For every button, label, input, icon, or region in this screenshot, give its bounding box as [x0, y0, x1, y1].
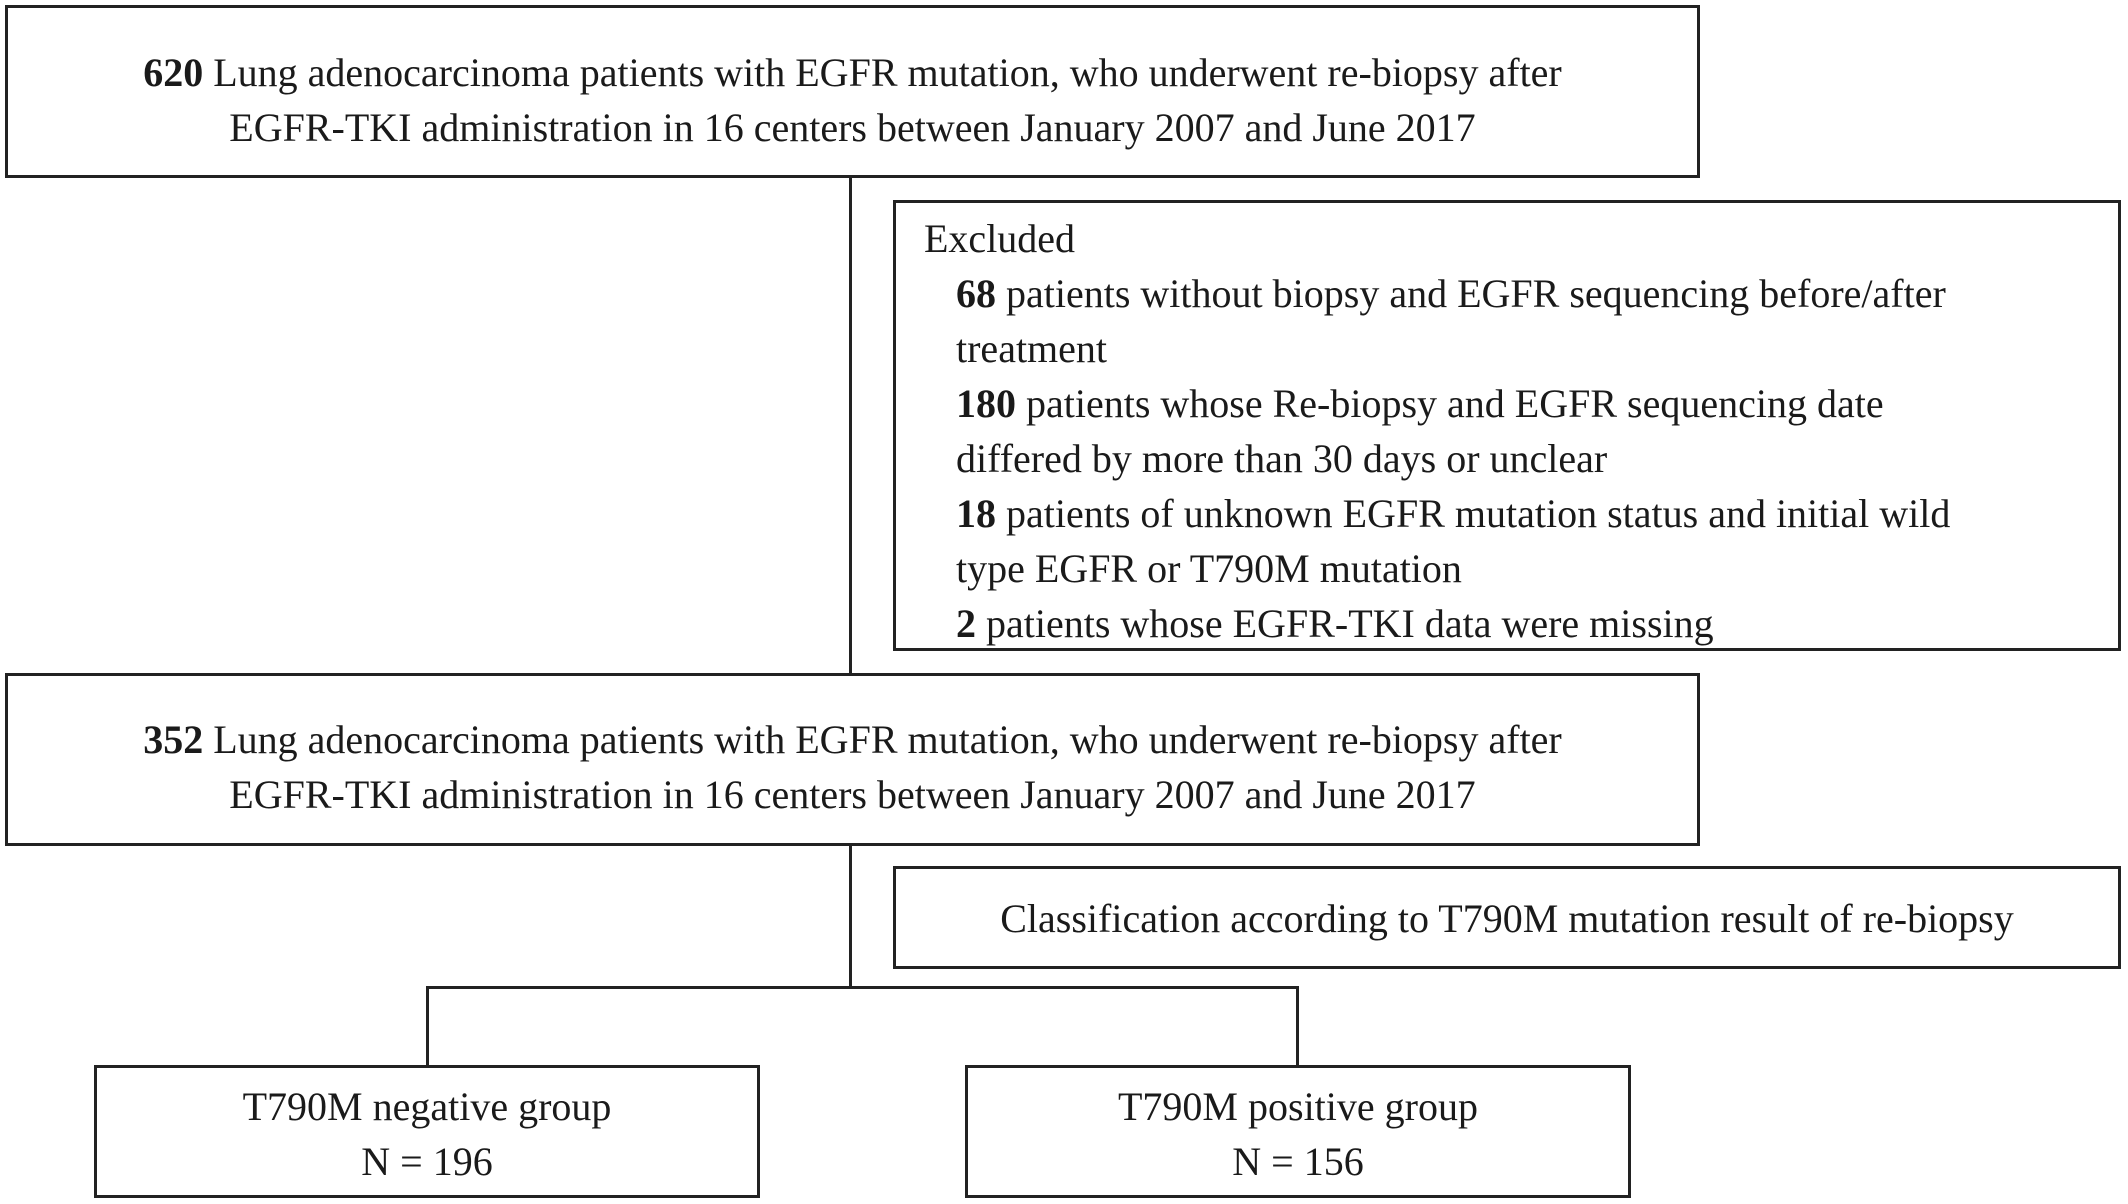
excluded-item: 68 patients without biopsy and EGFR sequ… — [956, 271, 1946, 316]
connector-to-negative — [426, 986, 429, 1065]
classification-box: Classification according to T790M mutati… — [893, 866, 2121, 969]
excluded-heading: Excluded — [924, 216, 1076, 261]
connector-mid-down — [849, 846, 852, 988]
excluded-item: 180 patients whose Re-biopsy and EGFR se… — [956, 381, 1884, 426]
positive-group-box: T790M positive group N = 156 — [965, 1065, 1631, 1198]
negative-group-n: N = 196 — [361, 1139, 493, 1184]
classification-text: Classification according to T790M mutati… — [1000, 896, 2014, 941]
excluded-item: 18 patients of unknown EGFR mutation sta… — [956, 491, 1951, 536]
excluded-item: 2 patients whose EGFR-TKI data were miss… — [956, 601, 1714, 646]
excluded-box: Excluded 68 patients without biopsy and … — [893, 200, 2121, 651]
initial-cohort-line2: EGFR-TKI administration in 16 centers be… — [229, 105, 1476, 150]
final-cohort-count: 352 — [143, 717, 204, 762]
initial-cohort-box: 620 Lung adenocarcinoma patients with EG… — [5, 5, 1700, 178]
negative-group-label: T790M negative group — [242, 1084, 612, 1129]
connector-to-positive — [1296, 986, 1299, 1065]
positive-group-label: T790M positive group — [1118, 1084, 1478, 1129]
excluded-item-continuation: differed by more than 30 days or unclear — [956, 436, 1608, 481]
initial-cohort-line1: 620 Lung adenocarcinoma patients with EG… — [143, 50, 1562, 95]
connector-horizontal-split — [426, 986, 1299, 989]
excluded-item-continuation: type EGFR or T790M mutation — [956, 546, 1462, 591]
final-cohort-line2: EGFR-TKI administration in 16 centers be… — [229, 772, 1476, 817]
negative-group-box: T790M negative group N = 196 — [94, 1065, 760, 1198]
final-cohort-line1: 352 Lung adenocarcinoma patients with EG… — [143, 717, 1562, 762]
initial-cohort-count: 620 — [143, 50, 204, 95]
connector-top-to-mid — [849, 178, 852, 673]
final-cohort-box: 352 Lung adenocarcinoma patients with EG… — [5, 673, 1700, 846]
positive-group-n: N = 156 — [1232, 1139, 1364, 1184]
excluded-item-continuation: treatment — [956, 326, 1108, 371]
